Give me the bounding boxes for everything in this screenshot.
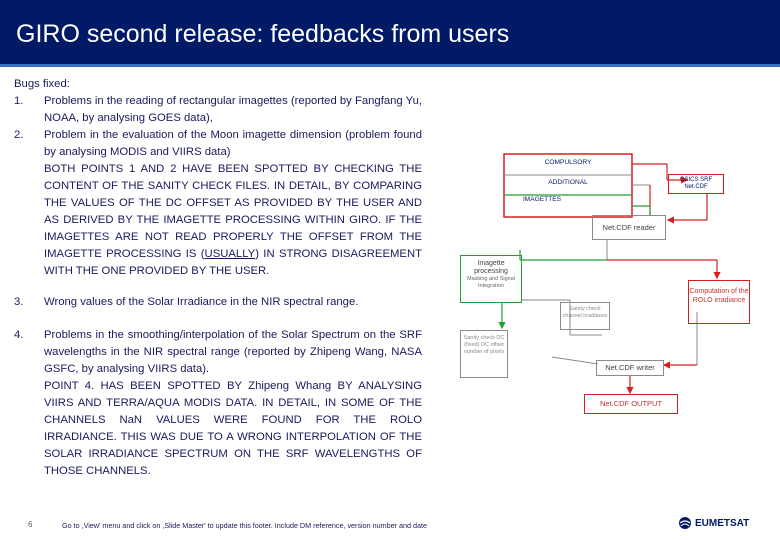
item-text: Problems in the reading of rectangular i… xyxy=(44,95,422,124)
list-item-2: 2. Problem in the evaluation of the Moon… xyxy=(14,127,422,280)
list-item-4: 4. Problems in the smoothing/interpolati… xyxy=(14,327,422,480)
item-number: 4. xyxy=(14,329,24,341)
netcdf-writer-box: Net.CDF writer xyxy=(596,360,664,376)
item-text: Problem in the evaluation of the Moon im… xyxy=(44,129,422,158)
item-text: Wrong values of the Solar Irradiance in … xyxy=(44,296,359,308)
item-body: Problem in the evaluation of the Moon im… xyxy=(44,127,422,280)
legend-compulsory: COMPULSORY xyxy=(544,159,592,166)
item-text: Problems in the smoothing/interpolation … xyxy=(44,329,422,375)
eumetsat-logo: EUMETSAT xyxy=(678,516,749,530)
netcdf-reader-box: Net.CDF reader xyxy=(592,215,666,240)
netcdf-output-box: Net.CDF OUTPUT xyxy=(584,394,678,414)
list-item-1: 1. Problems in the reading of rectangula… xyxy=(14,93,422,127)
slide-body: Bugs fixed: 1. Problems in the reading o… xyxy=(14,76,422,480)
item-note: BOTH POINTS 1 AND 2 HAVE BEEN SPOTTED BY… xyxy=(44,161,422,280)
imagette-processing-sub: Masking and Signal Integration xyxy=(466,276,515,289)
logo-text: EUMETSAT xyxy=(695,517,750,529)
item-note: POINT 4. HAS BEEN SPOTTED BY Zhipeng Wha… xyxy=(44,380,422,477)
note-text: BOTH POINTS 1 AND 2 HAVE BEEN SPOTTED BY… xyxy=(44,163,422,260)
note-text: ) IN STRONG DISAGREEMENT WITH THE ONE PR… xyxy=(44,248,423,277)
gsics-srf-box: GSICS SRF Net.CDF xyxy=(668,174,724,194)
diagram-connectors xyxy=(498,153,721,395)
item-number: 2. xyxy=(14,129,24,141)
rolo-computation-box: Computation of the ROLO irradiance xyxy=(688,280,750,324)
slide-title: GIRO second release: feedbacks from user… xyxy=(16,20,510,48)
sanity-check-dc-box: Sanity check DC (fixed) DC offset number… xyxy=(460,330,508,378)
item-number: 1. xyxy=(14,95,24,107)
imagette-processing-title: Imagette processing xyxy=(474,260,508,275)
sanity-check-irradiance-box: Sanity check channel irradiance xyxy=(560,302,610,330)
bugs-heading: Bugs fixed: xyxy=(14,78,70,90)
page-number: 6 xyxy=(28,520,33,529)
footer-text: Go to ,View' menu and click on ,Slide Ma… xyxy=(62,521,427,530)
giro-flow-diagram: COMPULSORY ADDITIONAL IMAGETTES GSICS SR… xyxy=(452,150,750,420)
title-bar: GIRO second release: feedbacks from user… xyxy=(0,0,780,67)
eumetsat-logo-icon xyxy=(679,517,691,529)
item-body: Problems in the smoothing/interpolation … xyxy=(44,327,422,480)
list-item-3: 3. Wrong values of the Solar Irradiance … xyxy=(14,294,422,311)
imagette-processing-box: Imagette processing Masking and Signal I… xyxy=(460,255,522,303)
legend-imagettes: IMAGETTES xyxy=(522,196,562,203)
item-number: 3. xyxy=(14,296,24,308)
legend-additional: ADDITIONAL xyxy=(548,179,588,186)
note-underlined: USUALLY xyxy=(204,248,256,260)
